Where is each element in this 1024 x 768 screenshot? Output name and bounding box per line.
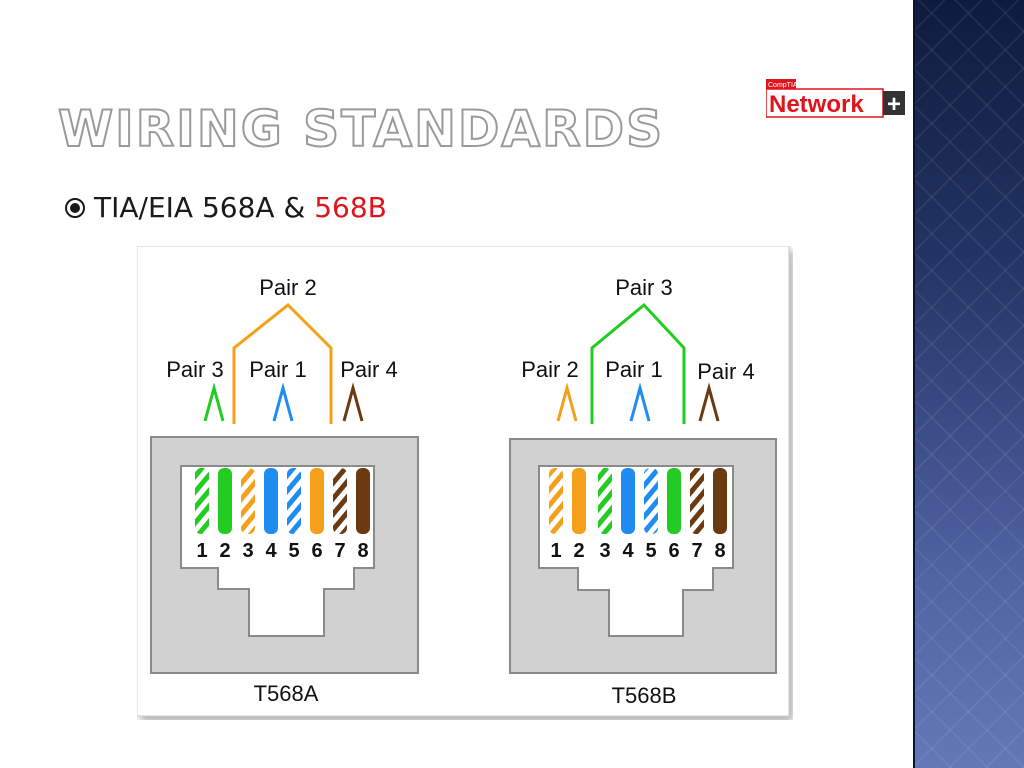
t568b-label: T568B [612,683,677,708]
t568a-pair-label-left: Pair 3 [166,357,223,382]
slide-title: Wiring Standards [57,99,665,159]
t568b-wire-5 [644,468,658,534]
t568a-wire-2 [218,468,232,534]
t568b-wire-1 [549,468,563,534]
t568b-wire-4 [621,468,635,534]
radio-bullet-icon [65,197,85,218]
t568a-wire-3 [241,468,255,534]
t568b-pair-label-left: Pair 2 [521,357,578,382]
t568b-pin-6: 6 [668,540,679,562]
t568b-top-pair-label: Pair 3 [615,275,672,300]
t568a-orange-pair-line [232,302,333,424]
t568b-green-pair-line [590,302,686,424]
t568a-pair-label-middle: Pair 1 [249,357,306,382]
logo-brand-main: Network [769,91,864,118]
t568a-pin-6: 6 [311,540,322,562]
t568a-blue-pair-chevron [272,382,294,422]
t568b-wire-2 [572,468,586,534]
t568a-green-pair-chevron [203,382,225,422]
logo-brand-plus: + [887,91,901,118]
t568a-pin-4: 4 [265,540,277,562]
t568a-pair-label-right: Pair 4 [340,357,397,382]
t568a-pin-3: 3 [242,540,253,562]
t568a-wire-8 [356,468,370,534]
t568a-wire-6 [310,468,324,534]
t568b-pin-8: 8 [714,540,725,562]
bullet-highlight: 568B [314,191,387,224]
t568a-brown-pair-chevron [342,382,364,422]
bullet-text: TIA/EIA 568A & [94,191,315,224]
t568a-label: T568A [254,681,319,706]
logo-frame [766,88,884,118]
t568b-jack-opening [538,465,734,637]
logo-tab [766,79,796,89]
t568b-pin-5: 5 [645,540,656,562]
t568a-diagram: Pair 2 Pair 3 Pair 1 Pair 4 1 2 3 4 [150,275,419,706]
t568b-wire-3 [598,468,612,534]
t568b-wire-7 [690,468,704,534]
t568a-pin-5: 5 [288,540,299,562]
t568b-diagram: Pair 3 Pair 2 Pair 1 Pair 4 1 2 3 4 [509,275,777,708]
t568b-pin-4: 4 [622,540,634,562]
t568b-pin-2: 2 [573,540,584,562]
t568b-wire-8 [713,468,727,534]
t568b-pin-7: 7 [691,540,702,562]
logo-brand-small: CompTIA [768,82,798,89]
t568b-pair-label-right: Pair 4 [697,359,754,384]
decorative-sidebar [913,0,1024,768]
t568b-pin-3: 3 [599,540,610,562]
t568a-top-pair-label: Pair 2 [259,275,316,300]
t568a-pin-8: 8 [357,540,368,562]
t568b-pin-1: 1 [550,540,561,562]
comptia-network-plus-logo: CompTIA Network + [766,79,905,118]
t568a-wire-1 [195,468,209,534]
t568a-pin-7: 7 [334,540,345,562]
t568b-pair-label-middle: Pair 1 [605,357,662,382]
sidebar-pattern [913,0,1024,768]
bullet-item: TIA/EIA 568A & 568B [64,191,387,224]
t568b-blue-pair-chevron [629,382,651,422]
t568a-wire-5 [287,468,301,534]
t568b-orange-pair-chevron [556,382,578,422]
t568a-wire-4 [264,468,278,534]
sidebar-edge [913,0,915,768]
t568a-wire-7 [333,468,347,534]
t568b-wire-6 [667,468,681,534]
t568a-pin-2: 2 [219,540,230,562]
wiring-diagram-figure: Pair 2 Pair 3 Pair 1 Pair 4 1 2 3 4 [137,246,793,720]
t568a-pin-1: 1 [196,540,207,562]
logo-plus-box [883,91,905,115]
t568b-brown-pair-chevron [698,382,720,422]
